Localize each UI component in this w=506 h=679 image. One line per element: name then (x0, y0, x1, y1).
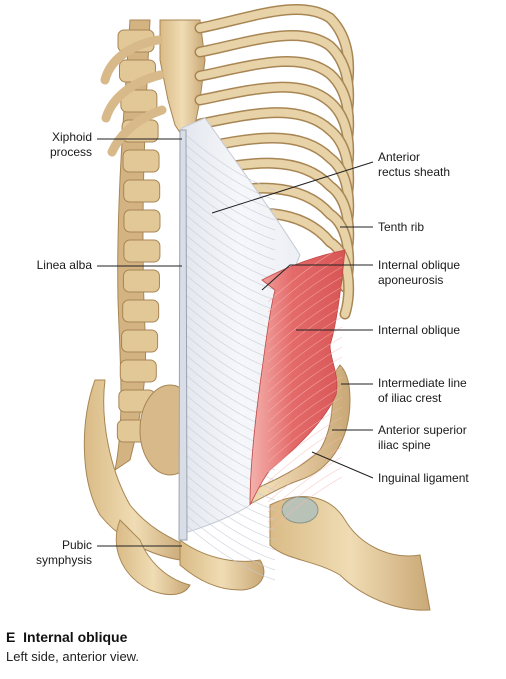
muscle-fiber (267, 266, 343, 323)
aponeurosis-fiber (185, 154, 276, 211)
aponeurosis-fiber (185, 464, 276, 521)
aponeurosis-fiber (185, 174, 276, 231)
caption-title-text: Internal oblique (23, 629, 128, 645)
aponeurosis-fiber (185, 284, 276, 341)
muscle-fiber (267, 376, 343, 433)
aponeurosis-fiber (185, 184, 276, 241)
aponeurosis-fiber (185, 494, 276, 551)
leader-lines (97, 138, 374, 547)
vertebra (122, 149, 160, 173)
linea-alba (178, 129, 188, 541)
label-internal-oblique-aponeurosis: Internal oblique aponeurosis (378, 258, 461, 287)
muscle-fiber (267, 436, 343, 493)
muscle-fiber (267, 296, 343, 353)
aponeurosis-fiber (185, 244, 276, 301)
aponeurosis-fiber (185, 194, 276, 251)
aponeurosis-fiber (185, 214, 276, 271)
left-costal-cartilages (100, 35, 167, 157)
muscle-fiber (267, 276, 343, 333)
muscle-fiber (267, 306, 343, 363)
aponeurosis-fiber (185, 504, 276, 561)
label-anterior-superior-iliac-spine: Anterior superior iliac spine (378, 423, 467, 452)
muscle-fiber (267, 426, 343, 483)
aponeurosis-fiber (185, 434, 276, 491)
muscle-fiber (267, 476, 343, 533)
muscle-fiber (267, 466, 343, 523)
muscle-fiber (267, 366, 343, 423)
aponeurosis-fiber (185, 224, 276, 281)
label-pubic-symphysis: Pubic symphysis (35, 538, 92, 567)
label-intermediate-line: Intermediate line of iliac crest (378, 376, 467, 405)
aponeurosis-fiber (185, 454, 276, 511)
muscle-fiber (267, 416, 343, 473)
aponeurosis-fiber (185, 474, 276, 531)
vertebra (123, 179, 161, 203)
vertebra (123, 239, 161, 263)
muscle-fiber (267, 336, 343, 393)
muscle-fiber (267, 356, 343, 413)
internal-oblique-muscle (249, 246, 346, 533)
vertebra (119, 359, 157, 383)
vertebra (122, 299, 160, 323)
muscle-fiber (267, 256, 343, 313)
label-inguinal-ligament: Inguinal ligament (378, 471, 469, 485)
aponeurosis-fiber (185, 484, 276, 541)
muscle-fiber (267, 396, 343, 453)
anatomy-illustration (83, 3, 431, 611)
vertebra (123, 209, 161, 233)
figure-caption-title: E Internal oblique (6, 629, 127, 645)
muscle-fiber (267, 286, 343, 343)
muscle-fiber (267, 326, 343, 383)
aponeurosis-fiber (185, 134, 276, 191)
label-tenth-rib: Tenth rib (378, 220, 425, 234)
label-linea-alba: Linea alba (36, 258, 92, 272)
aponeurosis-fiber (185, 514, 276, 571)
label-xiphoid-process: Xiphoid process (49, 130, 92, 159)
aponeurosis-fiber (185, 164, 276, 221)
muscle-fiber (267, 316, 343, 373)
aponeurosis-sheet (181, 117, 301, 581)
aponeurosis-fiber (185, 264, 276, 321)
muscle-fiber (267, 386, 343, 443)
muscle-fiber (267, 406, 343, 463)
leader-aponeurosis (261, 264, 373, 291)
muscle-fiber (267, 446, 343, 503)
leader-inguinal (311, 451, 374, 479)
muscle-fiber (267, 346, 343, 403)
rib-cage (194, 3, 355, 320)
vertebra (121, 329, 159, 353)
aponeurosis-fiber (185, 204, 276, 261)
aponeurosis-fiber (185, 254, 276, 311)
vertebra (122, 269, 160, 293)
aponeurosis-fiber (185, 274, 276, 331)
leader-rectus-sheath (211, 161, 374, 214)
aponeurosis-fiber (185, 524, 276, 581)
caption-letter: E (6, 629, 16, 645)
aponeurosis-fiber (185, 444, 276, 501)
label-anterior-rectus-sheath: Anterior rectus sheath (378, 150, 451, 179)
figure-caption-subtitle: Left side, anterior view. (6, 649, 139, 664)
muscle-fiber (267, 246, 343, 303)
label-internal-oblique: Internal oblique (378, 323, 461, 337)
